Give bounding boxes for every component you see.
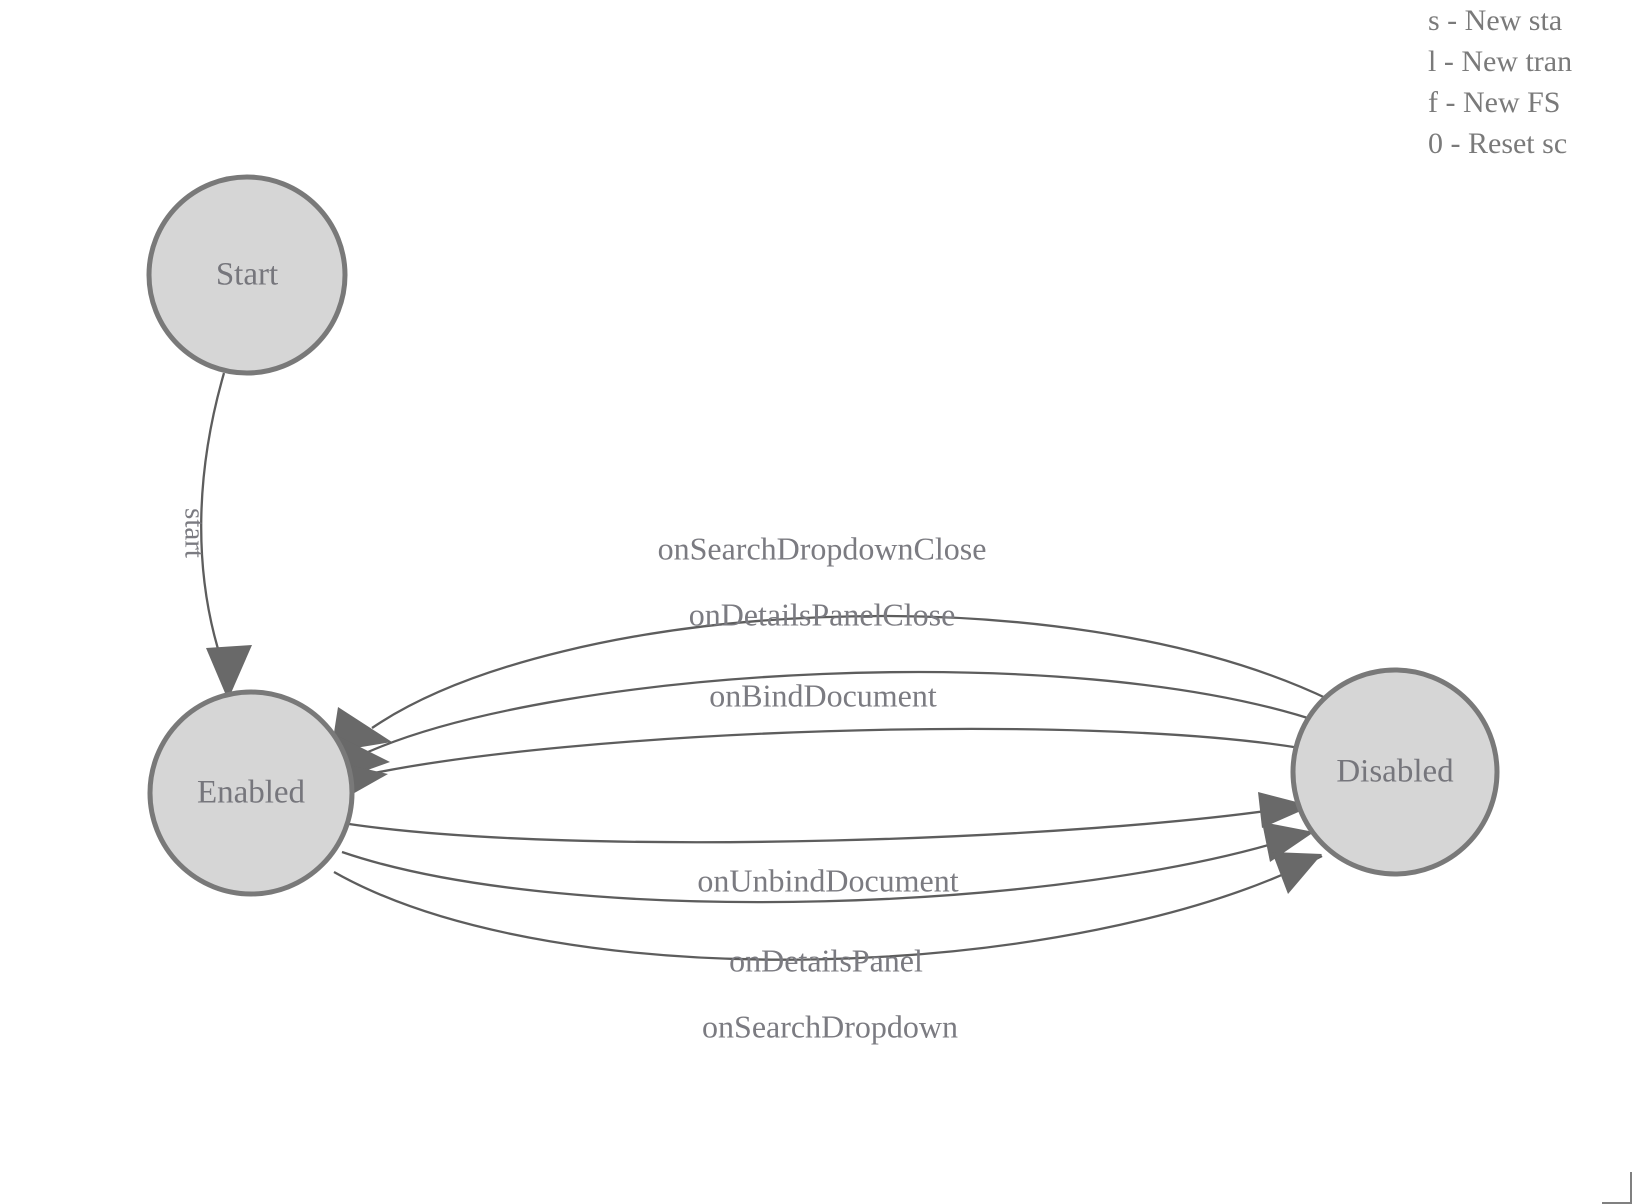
state-label-disabled: Disabled xyxy=(1336,754,1454,790)
transition-label-start: start xyxy=(178,508,210,558)
transition-on-details-panel[interactable] xyxy=(341,822,1314,904)
state-node-disabled[interactable]: Disabled xyxy=(1290,667,1500,877)
state-node-enabled[interactable]: Enabled xyxy=(147,689,355,897)
state-label-start: Start xyxy=(216,257,278,293)
viewport-frame-right-edge xyxy=(1630,1172,1632,1204)
state-node-start[interactable]: Start xyxy=(146,174,348,376)
transition-on-unbind-document-arrowhead xyxy=(1258,792,1312,828)
transition-start[interactable] xyxy=(200,372,252,700)
transition-on-details-panel-close-path xyxy=(367,670,1321,754)
state-circle-enabled[interactable] xyxy=(147,689,355,897)
state-label-enabled: Enabled xyxy=(197,775,306,811)
transition-label-on-details-panel-close: onDetailsPanelClose xyxy=(689,596,956,632)
transition-on-unbind-document[interactable] xyxy=(348,792,1312,844)
transition-on-bind-document[interactable] xyxy=(337,727,1301,800)
state-circle-disabled[interactable] xyxy=(1290,667,1500,877)
transition-on-unbind-document-path xyxy=(348,804,1301,844)
transition-on-bind-document-path xyxy=(359,727,1301,778)
transition-start-path xyxy=(200,372,226,663)
transition-label-on-unbind-document: onUnbindDocument xyxy=(697,862,958,898)
transition-label-on-bind-document: onBindDocument xyxy=(709,677,937,713)
state-circle-start[interactable] xyxy=(146,174,348,376)
transition-label-on-search-dropdown-close: onSearchDropdownClose xyxy=(658,530,987,566)
transition-label-on-search-dropdown: onSearchDropdown xyxy=(702,1008,958,1044)
transition-label-on-details-panel: onDetailsPanel xyxy=(729,942,923,978)
transition-on-details-panel-arrowhead xyxy=(1262,822,1314,862)
transition-start-arrowhead xyxy=(206,645,252,700)
transition-on-search-dropdown-arrowhead xyxy=(1272,852,1322,894)
transition-on-search-dropdown-close-path xyxy=(371,614,1331,729)
viewport-frame-bottom-edge xyxy=(1602,1202,1632,1204)
transition-on-search-dropdown-path xyxy=(333,854,1323,961)
transition-on-search-dropdown[interactable] xyxy=(333,852,1323,961)
transition-on-details-panel-path xyxy=(341,830,1311,904)
